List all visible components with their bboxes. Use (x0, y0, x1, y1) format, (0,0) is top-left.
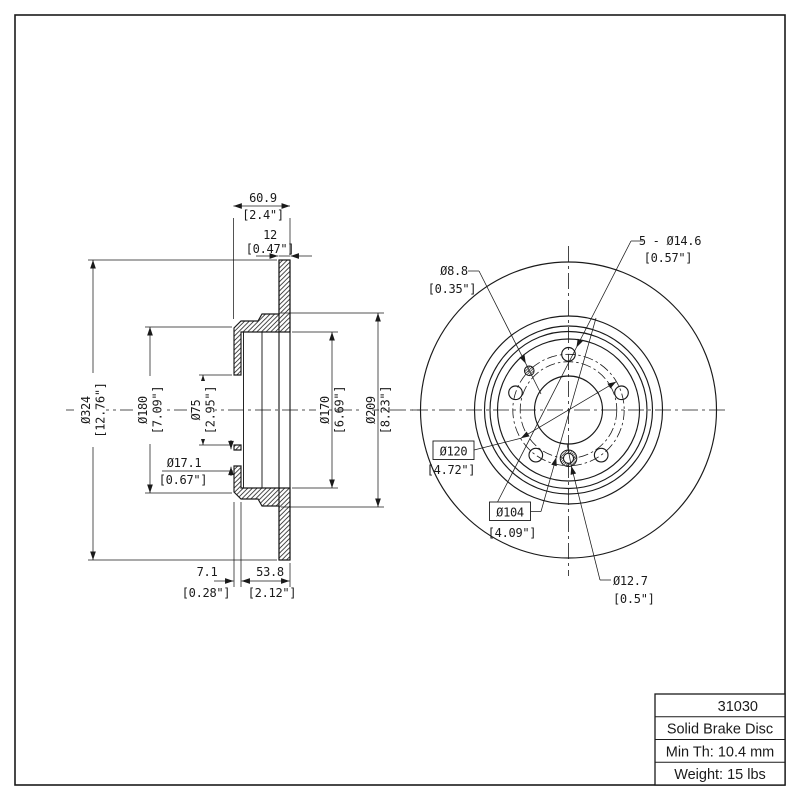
dim-pin-circle-mm: Ø104 (496, 506, 524, 520)
leader-pin-hole: Ø12.7 [0.5"] (566, 443, 655, 606)
leader-screw-hole: Ø8.8 [0.35"] (428, 264, 542, 395)
dim-screw-hole-mm: Ø8.8 (440, 264, 468, 278)
dim-disc-thickness: 12 [0.47"] (246, 228, 312, 259)
dim-bolt-circle-inch: [4.72"] (427, 463, 475, 477)
dim-hat-face-thickness: 7.1 [0.28"] (182, 502, 291, 600)
leader-bolt-holes: 5 - Ø14.6 [0.57"] (495, 234, 702, 506)
product-type: Solid Brake Disc (667, 722, 773, 738)
dim-hat-depth-inch: [2.12"] (248, 586, 296, 600)
dim-width-total: 60.9 [2.4"] (233, 191, 291, 319)
dim-inner-diameter-1-mm: Ø170 (318, 396, 332, 424)
dim-hat-diameter-inch: [7.09"] (151, 386, 165, 434)
dim-outer-diameter-mm: Ø324 (79, 396, 93, 424)
hat-outer-circle (483, 325, 654, 495)
dim-inner-diameter-2-inch: [8.23"] (379, 386, 393, 434)
dim-width-total-mm: 60.9 (249, 191, 277, 205)
bolt-hole-bottom-left (528, 447, 544, 463)
dim-center-bore-inch: [2.95"] (204, 386, 218, 434)
dim-screw-hole-inch: [0.35"] (428, 282, 476, 296)
dim-inner-diameter-2-mm: Ø209 (364, 396, 378, 424)
title-block: 31030 Solid Brake Disc Min Th: 10.4 mm W… (654, 693, 786, 786)
dim-inner-diameter-1-inch: [6.69"] (333, 386, 347, 434)
dim-bolt-circle-mm: Ø120 (440, 445, 468, 459)
section-cut-middle (233, 444, 242, 451)
dim-outer-diameter: Ø324 [12.76"] (74, 259, 277, 561)
dim-lug-hole: Ø17.1 [0.67"] (159, 440, 234, 487)
dim-outer-diameter-inch: [12.76"] (94, 382, 108, 437)
dim-hat-diameter-mm: Ø180 (136, 396, 150, 424)
page-border (14, 14, 786, 786)
section-view: Ø324 [12.76"] Ø180 [7.09"] Ø75 [2.95"] Ø… (66, 191, 420, 600)
front-view: Ø8.8 [0.35"] 5 - Ø14.6 [0.57"] Ø120 [4.7… (412, 234, 726, 606)
friction-inner-circle (473, 315, 664, 505)
bolt-hole-bottom-right (593, 447, 609, 463)
min-thickness: Min Th: 10.4 mm (666, 745, 775, 761)
bolt-hole-right (614, 385, 629, 401)
dim-inner-diameter-1: Ø170 [6.69"] (292, 331, 347, 489)
dim-hat-face-thickness-mm: 7.1 (197, 565, 218, 579)
pin-circle-label-box (489, 501, 531, 521)
hat-ridge-circle (496, 338, 641, 482)
dim-pin-hole-mm: Ø12.7 (613, 574, 648, 588)
disc-outer-circle (419, 261, 718, 559)
pin-hole-inner (563, 452, 574, 464)
hat-step-circle (489, 330, 648, 490)
dim-hat-diameter: Ø180 [7.09"] (133, 326, 232, 494)
dim-bolt-circle: Ø120 [4.72"] (427, 381, 617, 477)
dim-inner-diameter-2: Ø209 [8.23"] (281, 312, 393, 508)
bolt-hole-top (561, 346, 576, 362)
dim-hat-face-thickness-inch: [0.28"] (182, 586, 230, 600)
dim-bolt-holes-inch: [0.57"] (644, 251, 692, 265)
dim-center-bore-mm: Ø75 (189, 400, 203, 421)
dim-disc-thickness-mm: 12 (263, 228, 277, 242)
dim-pin-hole-inch: [0.5"] (613, 592, 655, 606)
part-number: 31030 (718, 699, 758, 715)
bolt-circle-label-box (432, 440, 475, 460)
dim-bolt-holes-mm: 5 - Ø14.6 (639, 234, 701, 248)
dim-pin-circle-inch: [4.09"] (488, 526, 536, 540)
dim-width-total-inch: [2.4"] (242, 208, 284, 222)
dim-disc-thickness-inch: [0.47"] (246, 242, 294, 256)
dim-center-bore: Ø75 [2.95"] (187, 374, 232, 446)
dim-pin-circle: Ø104 [4.09"] (488, 317, 597, 540)
dim-lug-hole-inch: [0.67"] (159, 473, 207, 487)
dim-hat-depth: 53.8 [2.12"] (241, 565, 297, 600)
weight: Weight: 15 lbs (674, 767, 766, 783)
dim-lug-hole-mm: Ø17.1 (167, 456, 202, 470)
dim-hat-depth-mm: 53.8 (256, 565, 284, 579)
